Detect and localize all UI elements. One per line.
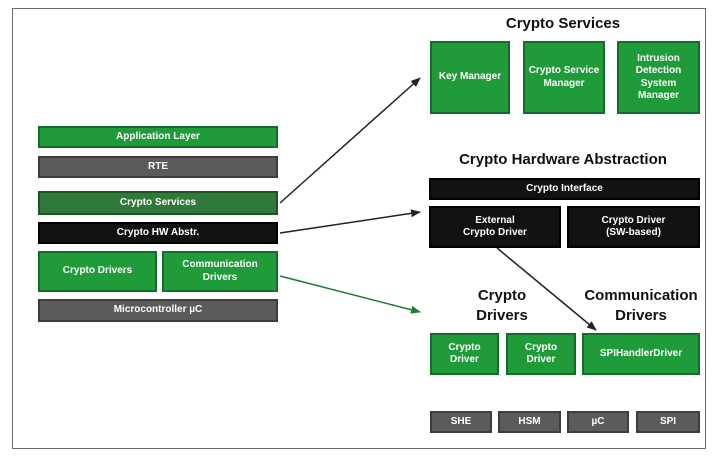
crypto-services-box: Crypto Services xyxy=(38,191,278,215)
key-manager-box: Key Manager xyxy=(430,41,510,114)
crypto-drivers-box: Crypto Drivers xyxy=(38,251,157,292)
communication-drivers-heading: Communication Drivers xyxy=(584,287,698,324)
crypto-hw-abstraction-heading: Crypto Hardware Abstraction xyxy=(459,151,667,168)
she-box: SHE xyxy=(430,411,492,433)
crypto-driver-box-1: Crypto Driver xyxy=(430,333,499,375)
crypto-services-heading: Crypto Services xyxy=(505,15,621,32)
uc-box: µC xyxy=(567,411,629,433)
microcontroller-box: Microcontroller µC xyxy=(38,299,278,322)
crypto-interface-box: Crypto Interface xyxy=(429,178,700,200)
arrow-services xyxy=(279,77,421,204)
application-layer-box: Application Layer xyxy=(38,126,278,148)
arrow-hw-abstraction xyxy=(279,209,421,234)
hsm-box: HSM xyxy=(498,411,561,433)
spi-handler-driver-box: SPIHandlerDriver xyxy=(582,333,700,375)
crypto-driver-sw-box: Crypto Driver (SW-based) xyxy=(567,206,700,248)
external-crypto-driver-box: External Crypto Driver xyxy=(429,206,561,248)
crypto-hw-abstr-box: Crypto HW Abstr. xyxy=(38,222,278,244)
spi-box: SPI xyxy=(636,411,700,433)
communication-drivers-box: Communication Drivers xyxy=(162,251,278,292)
diagram-frame xyxy=(12,8,706,449)
arrow-communication-drivers xyxy=(279,275,421,314)
crypto-driver-box-2: Crypto Driver xyxy=(506,333,576,375)
rte-box: RTE xyxy=(38,156,278,178)
crypto-service-manager-box: Crypto Service Manager xyxy=(523,41,605,114)
intrusion-detection-manager-box: Intrusion Detection System Manager xyxy=(617,41,700,114)
arrow-external-to-spi-handler xyxy=(496,247,597,331)
crypto-drivers-heading: Crypto Drivers xyxy=(476,287,528,324)
